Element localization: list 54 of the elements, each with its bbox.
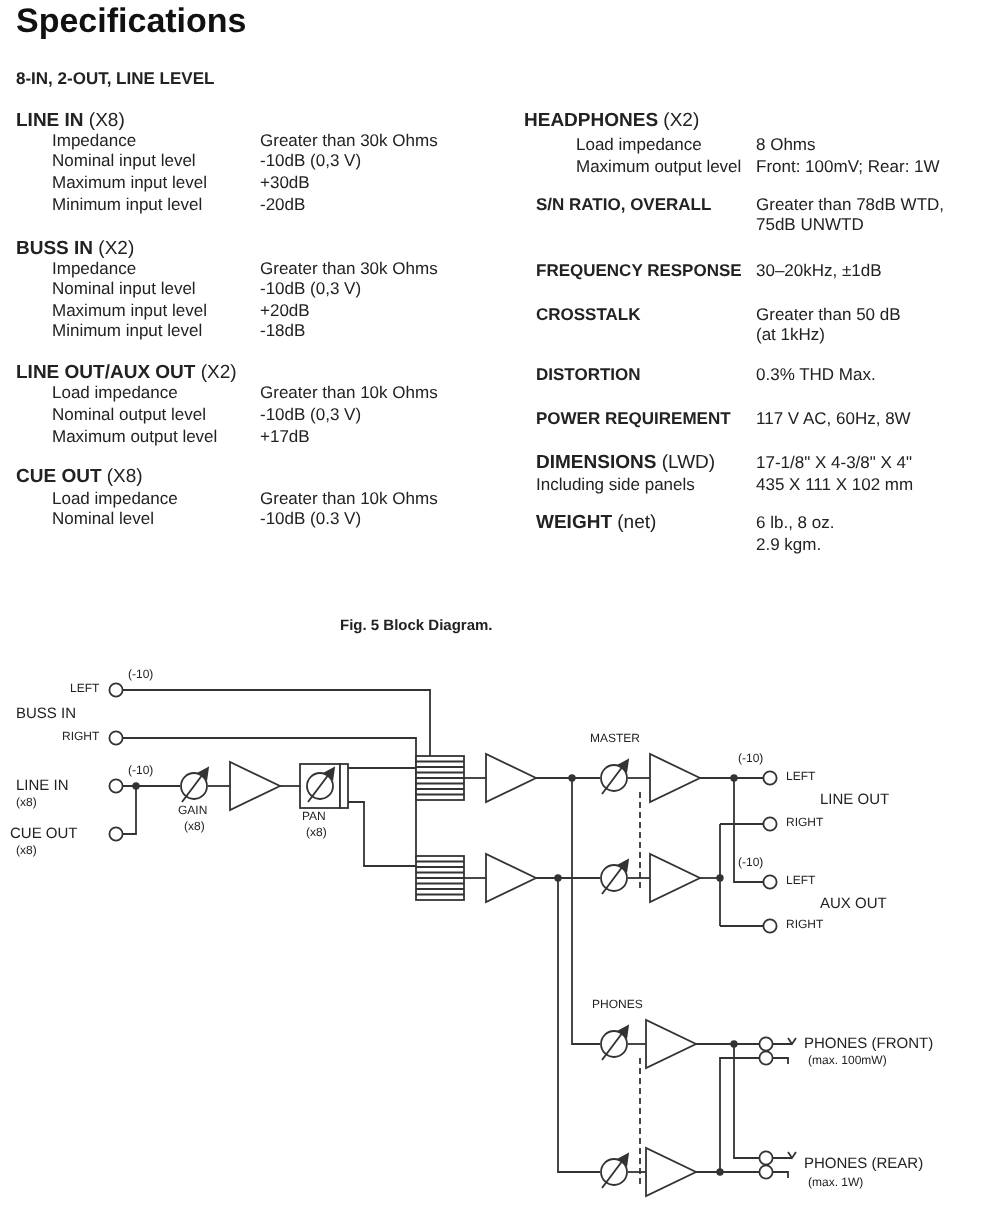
spec-note: Including side panels [536, 476, 695, 496]
spec-name: Impedance [52, 260, 137, 280]
spec-heading: BUSS IN (X2) [16, 240, 135, 261]
spec-name: Minimum input level [52, 196, 203, 216]
title: Specifications [16, 2, 247, 42]
spec-heading: LINE IN (X8) [16, 112, 125, 133]
spec-value: -20dB [260, 196, 306, 216]
spec-name: Maximum input level [52, 174, 207, 194]
spec-value: Greater than 10k Ohms [260, 384, 438, 404]
spec-name: Load impedance [52, 490, 178, 510]
spec-name: Impedance [52, 132, 137, 152]
spec-value: 435 X 111 X 102 mm [756, 476, 914, 496]
spec-heading: CUE OUT (X8) [16, 468, 143, 490]
spec-value: +17dB [260, 428, 310, 448]
spec-value: 2.9 kgm. [756, 536, 822, 556]
spec-name: Load impedance [576, 136, 702, 156]
spec-value: -10dB (0,3 V) [260, 152, 362, 172]
spec-heading: HEADPHONES (X2) [524, 112, 700, 134]
spec-name: Maximum input level [52, 302, 207, 322]
spec-value: -18dB [260, 322, 306, 342]
spec-heading: POWER REQUIREMENT [536, 410, 731, 430]
spec-value: 30–20kHz, ±1dB [756, 262, 882, 282]
spec-value: Greater than 78dB WTD, 75dB UNWTD [756, 196, 947, 236]
spec-value: Greater than 10k Ohms [260, 490, 438, 510]
spec-heading: DIMENSIONS (LWD) [536, 454, 716, 476]
spec-value: 0.3% THD Max. [756, 366, 876, 386]
spec-value: -10dB (0,3 V) [260, 280, 362, 300]
spec-value: Front: 100mV; Rear: 1W [756, 158, 940, 178]
section-heading: 8-IN, 2-OUT, LINE LEVEL [16, 70, 215, 90]
spec-value: Greater than 30k Ohms [260, 132, 438, 152]
spec-heading: DISTORTION [536, 366, 641, 386]
spec-name: Minimum input level [52, 322, 203, 342]
spec-value: Greater than 30k Ohms [260, 260, 438, 280]
spec-value: -10dB (0.3 V) [260, 510, 362, 530]
spec-value: 6 lb., 8 oz. [756, 514, 835, 534]
spec-name: Nominal input level [52, 280, 196, 300]
spec-value: 17-1/8" X 4-3/8" X 4" [756, 454, 913, 474]
spec-value: +20dB [260, 302, 310, 322]
spec-value: Greater than 50 dB (at 1kHz) [756, 306, 903, 346]
spec-name: Nominal output level [52, 406, 207, 426]
spec-name: Load impedance [52, 384, 178, 404]
spec-heading: FREQUENCY RESPONSE [536, 262, 742, 282]
spec-heading: CROSSTALK [536, 306, 641, 326]
spec-name: Nominal level [52, 510, 155, 530]
spec-value: 8 Ohms [756, 136, 816, 156]
spec-heading: WEIGHT (net) [536, 514, 657, 536]
spec-value: 117 V AC, 60Hz, 8W [756, 410, 911, 430]
spec-value: +30dB [260, 174, 310, 194]
spec-name: Maximum output level [52, 428, 218, 448]
spec-heading: S/N RATIO, OVERALL [536, 196, 712, 216]
spec-name: Nominal input level [52, 152, 196, 172]
spec-heading: LINE OUT/AUX OUT (X2) [16, 364, 237, 385]
spec-value: -10dB (0,3 V) [260, 406, 362, 426]
spec-name: Maximum output level [576, 158, 742, 178]
